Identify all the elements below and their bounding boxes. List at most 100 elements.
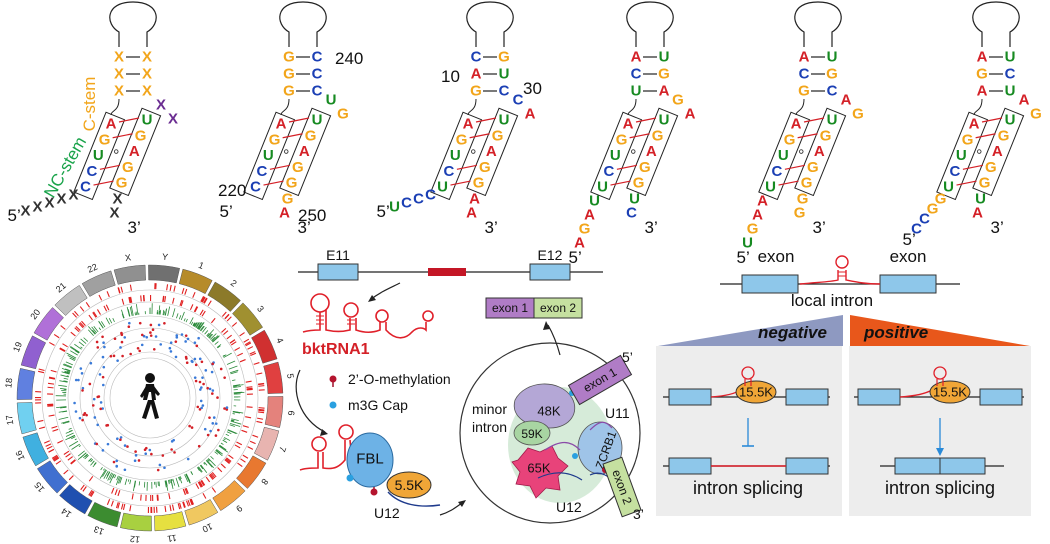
ncstem-left-nt: C <box>771 163 782 180</box>
ncstem-right-nt: G <box>492 127 504 144</box>
tail3-nt: G <box>794 205 806 222</box>
chromosome-label: 16 <box>14 449 27 462</box>
ncstem-left-nt: U <box>943 179 954 196</box>
tail5-nt: A <box>757 193 768 210</box>
structure-3prime: 3’ <box>128 218 141 237</box>
cstem-right-nt: X <box>142 66 152 83</box>
structure-5prime: 5’ <box>377 202 390 221</box>
bktrna1-structure-icon <box>302 293 434 339</box>
chromosome-label: 9 <box>234 503 244 514</box>
local-intron-label: local intron <box>791 291 873 310</box>
ncstem-right-nt: A <box>992 143 1003 160</box>
negative-panel <box>656 346 842 516</box>
chromosome-band <box>178 268 213 295</box>
minor-intron-label-2: intron <box>472 419 507 435</box>
ncstem-left-nt: C <box>256 163 267 180</box>
chromosome-label: 17 <box>4 414 15 425</box>
chromosome-band <box>251 329 278 364</box>
chromosome-band <box>59 484 93 515</box>
chromosome-label: X <box>124 252 131 263</box>
positive-gradient-bar <box>850 315 1030 346</box>
negative-splicing-diagram: 15.5K intron splicing <box>663 366 830 498</box>
s3-num-10: 10 <box>441 67 460 86</box>
ncstem-right-nt: U <box>499 112 510 129</box>
cstem-right-nt: U <box>1005 49 1016 66</box>
chromosome-label: 22 <box>86 262 99 275</box>
tail5-nt: C <box>919 211 930 228</box>
tail5-nt: X <box>69 187 79 204</box>
cstem-right-nt: C <box>312 66 323 83</box>
cstem-left-nt: C <box>471 49 482 66</box>
tail3-nt: A <box>466 205 477 222</box>
cstem-bulge-nt: A <box>525 106 536 123</box>
ncstem-left-nt: U <box>597 179 608 196</box>
cstem-left-nt: G <box>470 83 482 100</box>
ncstem-left-nt: A <box>969 116 980 133</box>
exon2-spliced-label: exon 2 <box>540 301 576 315</box>
fbl-protein <box>346 432 394 488</box>
tail3-nt: X <box>110 205 120 222</box>
ncstem-right-nt: U <box>827 112 838 129</box>
cstem-left-nt: G <box>283 49 295 66</box>
ncstem-left-nt: U <box>765 179 776 196</box>
exon-e11-label: E11 <box>326 247 350 263</box>
chromosome-band <box>154 511 187 532</box>
tail5-nt: C <box>413 191 424 208</box>
ncstem-left-nt: C <box>80 179 91 196</box>
structure-3prime: 3’ <box>485 218 498 237</box>
chromosome-label: 19 <box>11 340 24 353</box>
ncstem-left-nt: A <box>106 116 117 133</box>
ncstem-left-nt: U <box>956 147 967 164</box>
ncstem-left-nt: U <box>263 147 274 164</box>
chromosome-label: 6 <box>286 410 296 416</box>
u11-label: U11 <box>605 405 630 421</box>
cstem-right-nt: U <box>827 49 838 66</box>
chromosome-label: 2 <box>229 278 239 289</box>
structure-5prime: 5’ <box>220 202 233 221</box>
structure-5prime: 5’ <box>737 248 750 267</box>
chromosome-band <box>36 460 68 494</box>
ncstem-left-nt: U <box>610 147 621 164</box>
chromosome-label: 11 <box>167 533 178 544</box>
ncstem-left-nt: U <box>450 147 461 164</box>
bktrna1-label: bktRNA1 <box>302 341 370 358</box>
structure-3prime: 3’ <box>991 218 1004 237</box>
cstem-bulge-nt: X <box>156 97 166 114</box>
exon-e11 <box>317 263 359 281</box>
tail5-nt: X <box>45 195 55 212</box>
ncstem-right-nt: G <box>286 175 298 192</box>
chromosome-band <box>16 368 36 400</box>
methylation-legend-label: 2’-O-methylation <box>348 371 451 387</box>
chromosome-label: 5 <box>285 373 296 380</box>
chromosome-label: 8 <box>259 477 270 487</box>
ncstem-left-nt: A <box>791 116 802 133</box>
u12-left-label: U12 <box>374 505 400 521</box>
bktrna-complex: FBL 5.5K U12 <box>299 424 441 521</box>
chromosome-label: 21 <box>54 280 68 294</box>
ncstem-left-nt: G <box>99 131 111 148</box>
local-exon-left <box>741 274 799 294</box>
chromosome-band <box>232 302 264 336</box>
cstem-left-nt: G <box>283 83 295 100</box>
cstem-bulge-nt: G <box>852 106 864 123</box>
cstem-left-nt: G <box>976 66 988 83</box>
ncstem-right-nt: A <box>299 143 310 160</box>
spliceosome-5prime-end: 5’ <box>622 349 633 365</box>
ncstem-left-nt: C <box>443 163 454 180</box>
tail3-nt: G <box>282 191 294 208</box>
ncstem-right-nt: A <box>486 143 497 160</box>
ncstem-right-nt: G <box>116 175 128 192</box>
tail3-nt: A <box>972 205 983 222</box>
structure-5prime: 5’ <box>8 206 21 225</box>
ncstem-left-nt: G <box>962 131 974 148</box>
cstem-right-nt: C <box>312 49 323 66</box>
cstem-left-nt: A <box>977 49 988 66</box>
chromosome-label: 7 <box>277 445 288 453</box>
ncstem-left-nt: C <box>949 163 960 180</box>
ncstem-right-nt: U <box>1005 112 1016 129</box>
tail5-nt: U <box>589 193 600 210</box>
